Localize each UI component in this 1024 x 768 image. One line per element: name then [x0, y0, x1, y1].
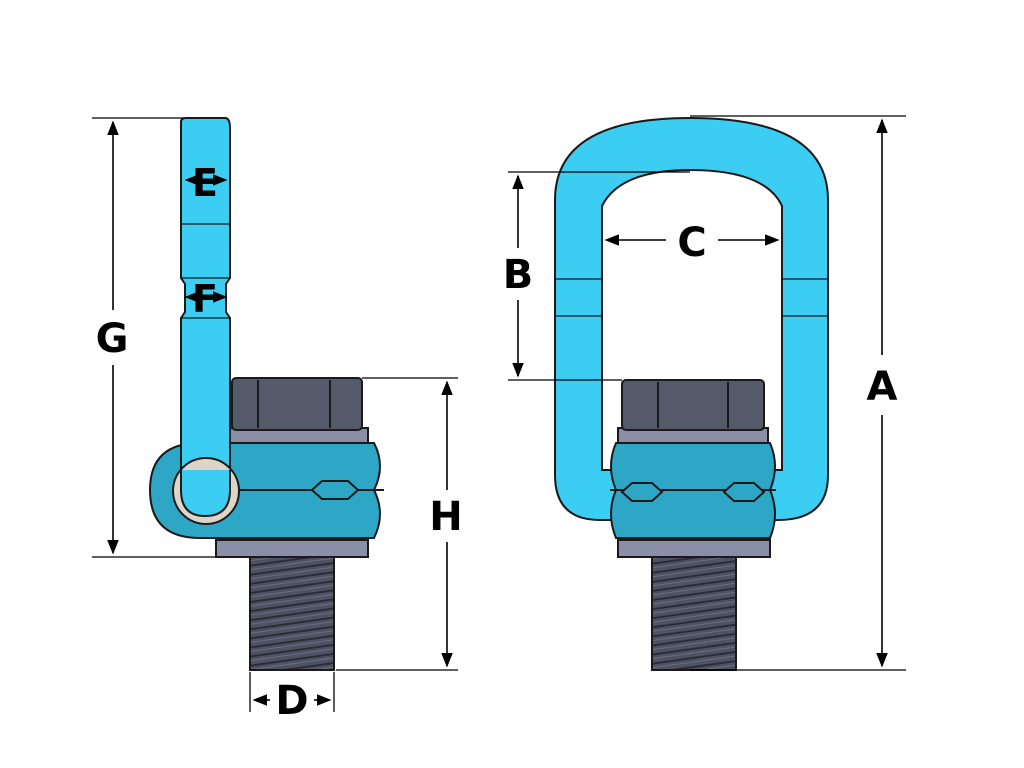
front-view	[554, 116, 829, 671]
side-thread-bolt	[249, 555, 335, 671]
front-bottom-washer	[617, 539, 771, 558]
label-h: H	[429, 494, 462, 540]
side-hex-nut	[231, 377, 363, 431]
front-pin-hex-right	[722, 482, 766, 502]
front-hex-nut	[621, 379, 765, 431]
label-c: C	[677, 220, 706, 266]
side-bottom-washer	[215, 539, 369, 558]
front-pin-hex-left	[620, 482, 664, 502]
front-thread-bolt	[651, 555, 737, 671]
label-d: D	[275, 678, 308, 724]
side-pin-hex	[310, 480, 360, 500]
label-b: B	[503, 252, 534, 298]
dimension-labels: G E F H D B C A	[96, 161, 898, 724]
label-a: A	[867, 364, 898, 410]
label-e: E	[192, 161, 218, 205]
front-ring	[554, 116, 829, 521]
label-f: F	[192, 277, 218, 321]
side-view	[148, 117, 384, 671]
dimension-lines	[92, 115, 906, 712]
label-g: G	[96, 316, 129, 362]
